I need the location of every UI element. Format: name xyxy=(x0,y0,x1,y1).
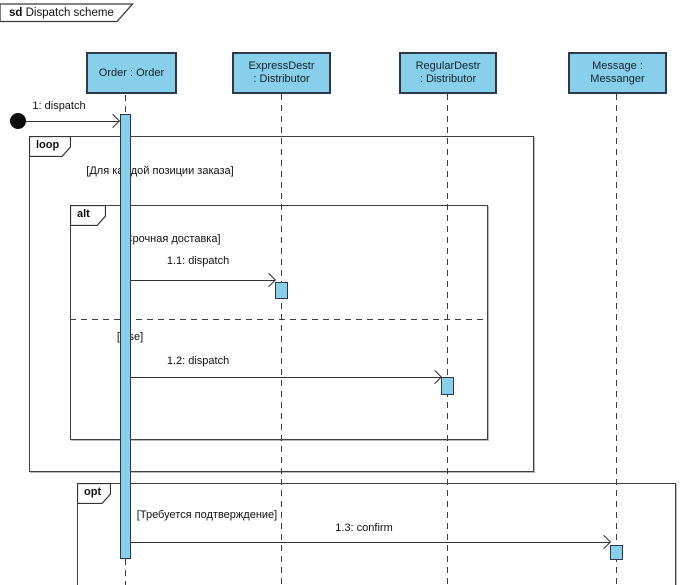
alt-operator-pentagon xyxy=(69,204,107,227)
activation-regulardestr xyxy=(441,377,454,395)
diagram-title: sd Dispatch scheme xyxy=(9,7,114,19)
lifeline-head-regulardestr-line1: RegularDestr xyxy=(415,60,481,72)
message-1-1-line xyxy=(131,280,275,281)
diagram-title-keyword: sd xyxy=(9,7,23,19)
activation-expressdestr xyxy=(275,282,288,299)
diagram-title-name: Dispatch scheme xyxy=(25,7,114,19)
loop-guard: [Для каждой позиции заказа] xyxy=(86,165,234,177)
alt-guard-if: [Срочная доставка] xyxy=(121,233,221,245)
lifeline-order-lower xyxy=(125,559,126,585)
opt-operator-pentagon xyxy=(76,482,112,505)
loop-operator-label: loop xyxy=(28,135,72,158)
alt-operator-label: alt xyxy=(69,204,107,227)
alt-fragment-frame xyxy=(70,205,488,440)
found-message-endpoint xyxy=(10,113,26,129)
opt-operator-text: opt xyxy=(84,486,102,498)
lifeline-head-message: Message :Messanger xyxy=(568,52,667,94)
loop-operator-text: loop xyxy=(36,139,60,151)
message-1-3-label: 1.3: confirm xyxy=(335,522,393,534)
opt-fragment-frame xyxy=(77,483,676,585)
lifeline-message xyxy=(616,94,617,585)
alt-divider xyxy=(70,319,488,320)
lifeline-head-regulardestr: RegularDestr: Distributor xyxy=(399,52,497,94)
opt-operator-label: opt xyxy=(76,482,112,505)
loop-fragment-frame xyxy=(29,136,534,472)
lifeline-head-order: Order : Order xyxy=(86,52,177,94)
lifeline-head-expressdestr-line1: ExpressDestr xyxy=(248,60,315,72)
message-1-2-line xyxy=(131,377,441,378)
message-1-arrowhead-icon xyxy=(105,113,121,129)
message-1-1-label: 1.1: dispatch xyxy=(166,255,230,267)
lifeline-head-expressdestr: ExpressDestr: Distributor xyxy=(232,52,331,94)
message-1-label: 1: dispatch xyxy=(32,100,86,112)
frame-label-pentagon xyxy=(0,3,134,23)
message-1-2-label: 1.2: dispatch xyxy=(166,355,230,367)
lifeline-regulardestr xyxy=(447,94,448,585)
diagram-frame-label: sd Dispatch scheme xyxy=(0,3,134,23)
lifeline-expressdestr xyxy=(281,94,282,585)
lifeline-head-order-line1: Order : Order xyxy=(98,66,165,79)
opt-guard: [Требуется подтверждение] xyxy=(136,509,278,521)
message-1-line xyxy=(26,121,119,122)
activation-order xyxy=(120,114,131,559)
lifeline-head-regulardestr-line2: : Distributor xyxy=(419,73,477,85)
lifeline-order-upper xyxy=(125,95,126,114)
lifeline-head-expressdestr-line2: : Distributor xyxy=(253,73,310,85)
loop-operator-pentagon xyxy=(28,135,72,158)
lifeline-head-message-line1: Message : xyxy=(592,60,643,72)
alt-operator-text: alt xyxy=(77,208,90,220)
lifeline-head-message-line2: Messanger xyxy=(590,73,645,85)
message-1-3-line xyxy=(131,542,610,543)
activation-message xyxy=(610,545,623,560)
